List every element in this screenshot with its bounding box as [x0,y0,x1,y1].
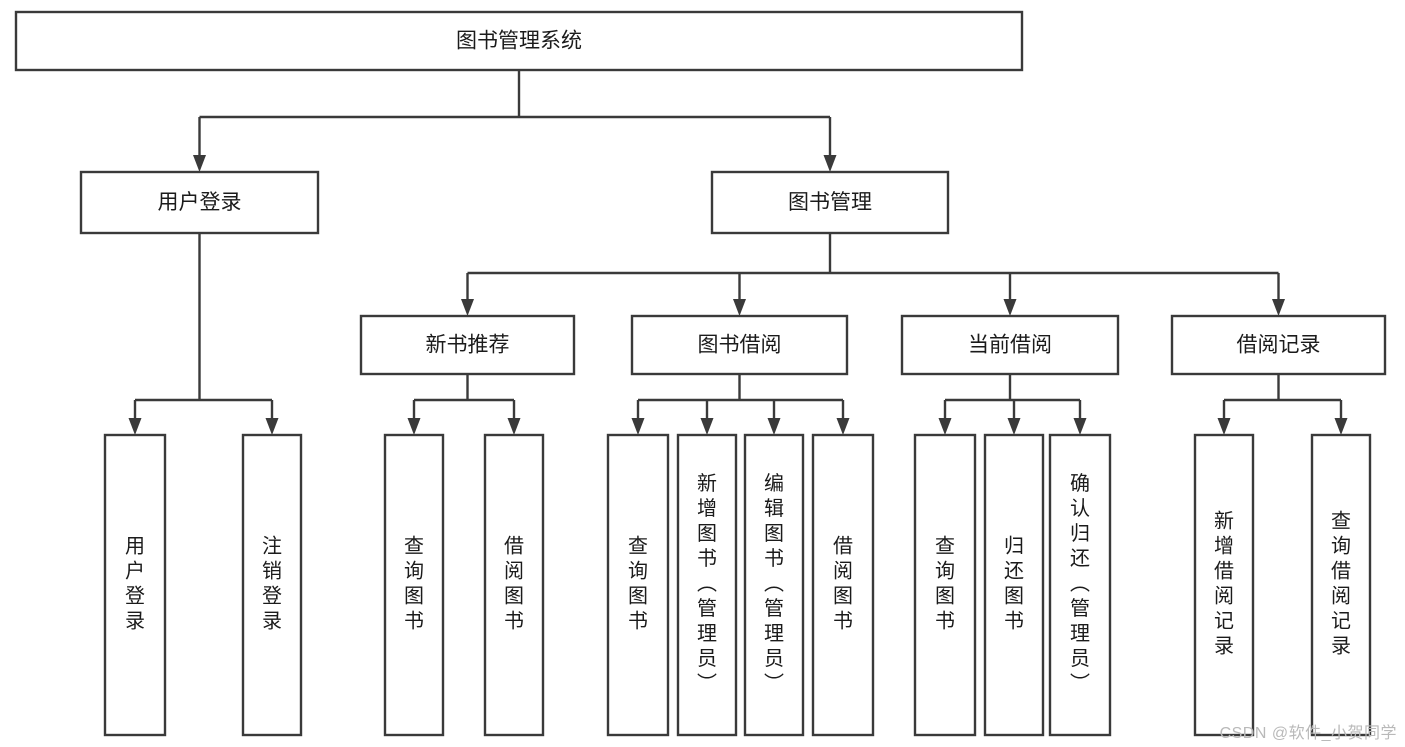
node-leaf-add-book[interactable]: 新增图书︵管理员︶ [676,433,738,737]
node-rect [811,433,875,737]
node-label: 新增借阅记录 [1214,510,1234,658]
node-label: 用户登录 [125,536,145,633]
arrow-head-icon [823,155,837,172]
node-leaf-return-book[interactable]: 归还图书 [983,433,1045,737]
node-rect [1310,433,1372,737]
node-label: 查询图书 [404,535,424,633]
arrow-head-icon [1073,418,1087,435]
arrow-head-icon [631,418,645,435]
arrow-head-icon [265,418,279,435]
arrow-head-icon [193,155,206,172]
watermark-text: CSDN @软件_小贺同学 [1219,725,1397,742]
node-rect [913,433,977,737]
node-l3-borrow-record[interactable]: 借阅记录 [1170,314,1387,376]
node-rect [483,433,545,737]
node-rect [710,170,950,235]
node-label: 用户登录 [158,191,242,214]
node-rect [983,433,1045,737]
node-leaf-user-login[interactable]: 用户登录 [103,433,167,737]
arrow-head-icon [938,418,952,435]
node-leaf-query-record[interactable]: 查询借阅记录 [1310,433,1372,737]
node-rect [1193,433,1255,737]
node-rect [14,10,1024,72]
node-leaf-query-book-rec[interactable]: 查询图书 [383,433,445,737]
node-leaf-query-book-b[interactable]: 查询图书 [606,433,670,737]
arrow-head-icon [836,418,850,435]
node-label: 查询借阅记录 [1331,510,1351,658]
node-label: 当前借阅 [968,334,1052,357]
node-rect [630,314,849,376]
arrow-head-icon [1217,418,1231,435]
arrow-head-icon [128,418,142,435]
node-l3-book-borrow[interactable]: 图书借阅 [630,314,849,376]
arrow-head-icon [1003,299,1017,316]
node-label: 借阅图书 [833,535,853,633]
node-rect [900,314,1120,376]
arrow-head-icon [1334,418,1348,435]
arrow-head-icon [1007,418,1021,435]
node-l3-current-borrow[interactable]: 当前借阅 [900,314,1120,376]
node-rect [1170,314,1387,376]
node-leaf-query-book-c[interactable]: 查询图书 [913,433,977,737]
arrow-head-icon [507,418,521,435]
node-leaf-add-record[interactable]: 新增借阅记录 [1193,433,1255,737]
node-label: 图书管理 [788,191,872,214]
node-rect [743,433,805,737]
node-label: 借阅图书 [504,535,524,633]
node-rect [383,433,445,737]
node-rect [359,314,576,376]
node-l2-book-mgmt[interactable]: 图书管理 [710,170,950,235]
node-boxes: 图书管理系统用户登录图书管理新书推荐图书借阅当前借阅借阅记录用户登录注销登录查询… [14,10,1387,737]
connector-lines [128,70,1348,435]
node-leaf-borrow-book-rec[interactable]: 借阅图书 [483,433,545,737]
node-leaf-edit-book[interactable]: 编辑图书︵管理员︶ [743,433,805,737]
arrow-head-icon [733,299,746,316]
node-l2-user-login[interactable]: 用户登录 [79,170,320,235]
node-root[interactable]: 图书管理系统 [14,10,1024,72]
node-label: 查询图书 [935,535,955,633]
node-rect [606,433,670,737]
node-leaf-confirm-return[interactable]: 确认归还︵管理员︶ [1048,433,1112,737]
node-label: 注销登录 [262,535,282,633]
node-label: 查询图书 [628,535,648,633]
arrow-head-icon [461,299,474,316]
node-leaf-borrow-book-b[interactable]: 借阅图书 [811,433,875,737]
node-label: 新增图书︵管理员︶ [697,472,717,695]
node-rect [1048,433,1112,737]
node-leaf-logout[interactable]: 注销登录 [241,433,303,737]
node-label: 借阅记录 [1237,334,1321,357]
node-label: 图书借阅 [698,334,782,357]
node-rect [79,170,320,235]
node-l3-new-book-rec[interactable]: 新书推荐 [359,314,576,376]
node-rect [676,433,738,737]
node-rect [103,433,167,737]
node-label: 图书管理系统 [456,30,582,53]
node-label: 确认归还︵管理员︶ [1070,472,1090,695]
node-label: 新书推荐 [426,334,510,357]
arrow-head-icon [767,418,781,435]
arrow-head-icon [407,418,421,435]
node-rect [241,433,303,737]
arrow-head-icon [700,418,714,435]
node-label: 编辑图书︵管理员︶ [764,472,784,695]
arrow-head-icon [1272,299,1285,316]
node-label: 归还图书 [1004,535,1024,633]
